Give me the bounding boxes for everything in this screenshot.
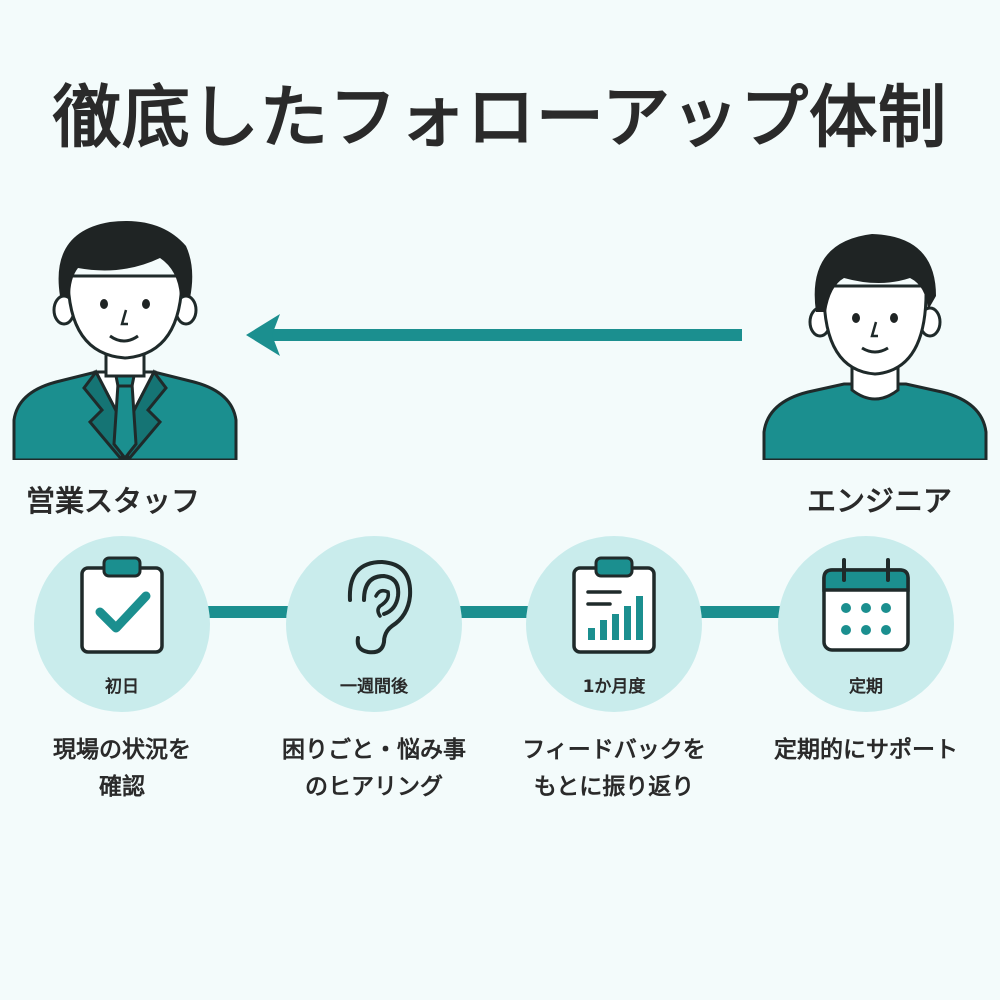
step-label: 1か月度 <box>582 677 646 697</box>
engineer-label: エンジニア <box>806 484 952 518</box>
sales-staff-label: 営業スタッフ <box>26 484 201 518</box>
step-one-month: 1か月度 <box>526 536 702 712</box>
step-description: 困りごと・悩み事 のヒアリング <box>249 732 499 806</box>
step-first-day: 初日 <box>34 536 210 712</box>
step-description: フィードバックを もとに振り返り <box>489 732 739 806</box>
step-description-line: のヒアリング <box>305 774 443 800</box>
step-one-week: 一週間後 <box>286 536 462 712</box>
step-label: 定期 <box>849 677 883 697</box>
step-description-line: 確認 <box>99 774 145 800</box>
step-regular: 定期 <box>778 536 954 712</box>
step-description-line: 定期的にサポート <box>774 737 958 763</box>
clipboard-chart-icon <box>572 556 656 654</box>
step-label: 初日 <box>105 677 139 697</box>
left-arrow-icon <box>246 314 742 356</box>
timeline-connector <box>200 606 300 618</box>
step-description: 定期的にサポート <box>741 732 991 769</box>
ear-icon <box>347 559 413 655</box>
clipboard-check-icon <box>80 556 164 654</box>
step-description-line: 困りごと・悩み事 <box>282 737 466 763</box>
calendar-icon <box>822 558 910 652</box>
step-description: 現場の状況を 確認 <box>0 732 247 806</box>
page-title: 徹底したフォローアップ体制 <box>52 79 948 158</box>
sales-staff-person-icon <box>12 221 238 460</box>
timeline-connector <box>692 606 792 618</box>
step-label: 一週間後 <box>340 677 408 697</box>
engineer-person-icon <box>762 234 988 460</box>
step-description-line: フィードバックを <box>522 737 706 763</box>
step-description-line: 現場の状況を <box>53 737 191 763</box>
step-description-line: もとに振り返り <box>533 774 695 800</box>
